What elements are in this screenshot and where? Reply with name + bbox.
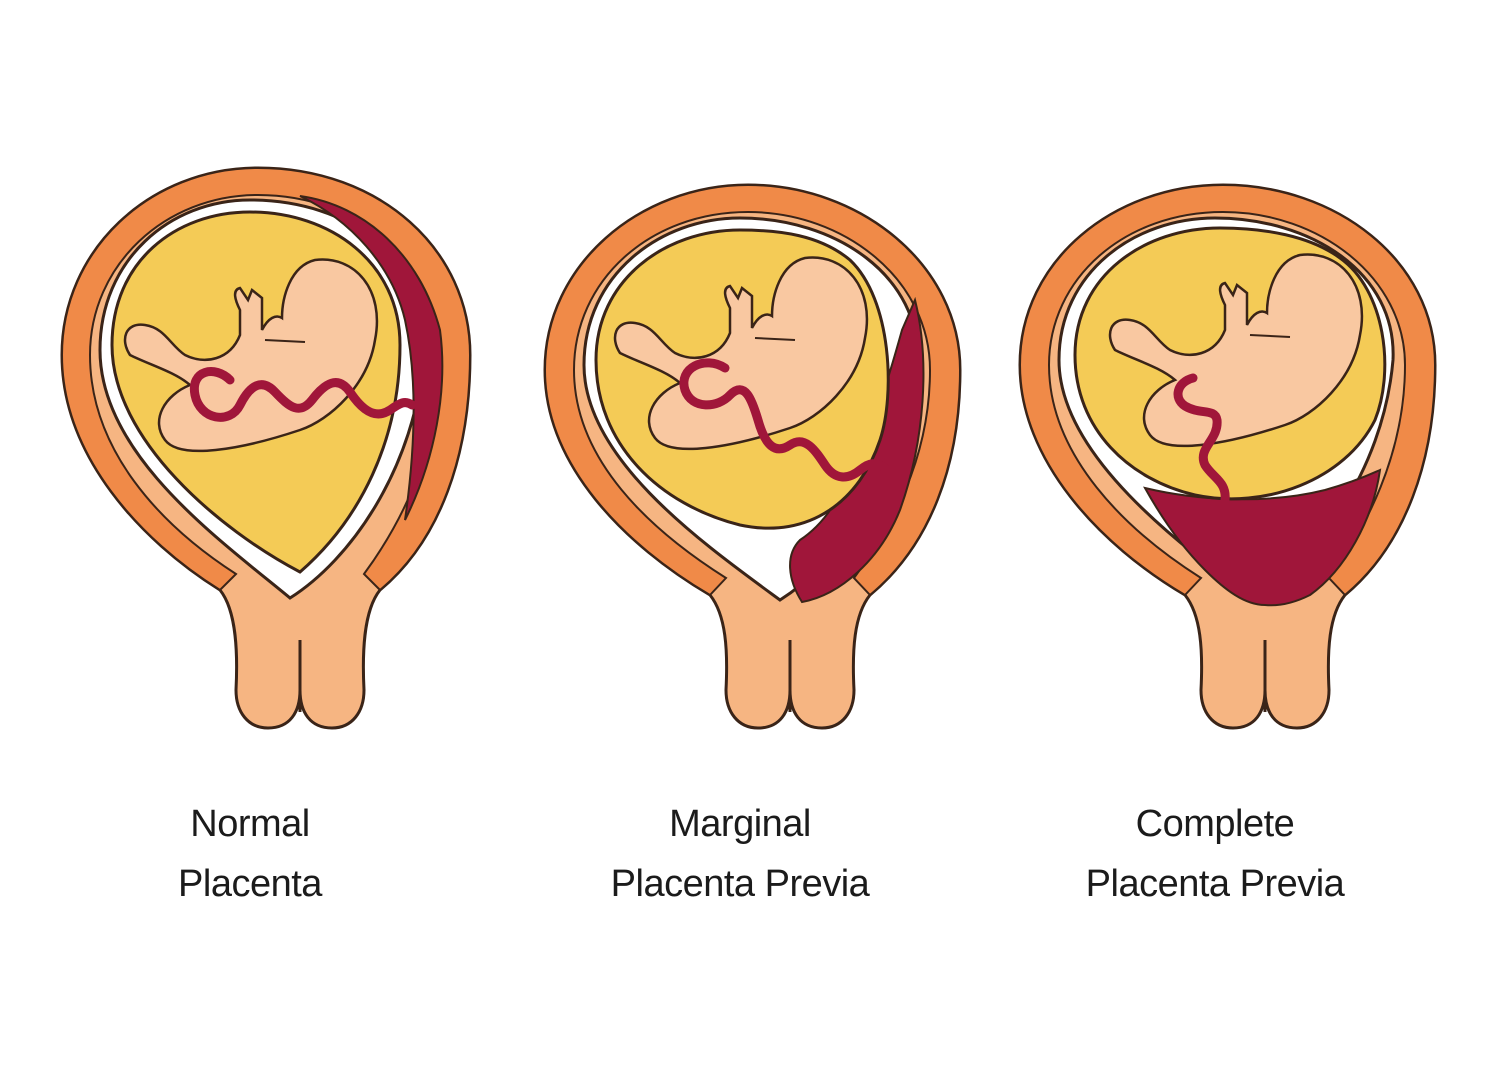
fetus	[613, 256, 869, 451]
umbilical-cord	[189, 367, 417, 422]
uterus-diagram-normal	[60, 166, 472, 730]
caption-complete-line2: Placenta Previa	[1085, 863, 1345, 905]
umbilical-cord	[1173, 373, 1230, 505]
caption-marginal-line1: Marginal	[669, 803, 811, 845]
placenta-complete	[1143, 468, 1382, 607]
uterus-diagram-marginal	[543, 183, 962, 730]
caption-normal-line2: Placenta	[178, 863, 322, 905]
caption-complete-line1: Complete	[1135, 803, 1295, 845]
panel-normal-placenta: Normal Placenta	[0, 0, 500, 1068]
umbilical-cord	[679, 358, 890, 482]
caption-marginal-line2: Placenta Previa	[610, 863, 870, 905]
caption-complete: Complete Placenta Previa	[965, 794, 1465, 914]
placenta-normal	[299, 195, 444, 521]
caption-marginal: Marginal Placenta Previa	[490, 794, 990, 914]
fetus	[1108, 253, 1364, 448]
caption-normal: Normal Placenta	[0, 794, 500, 914]
uterus-diagram-complete	[1018, 183, 1437, 730]
panel-marginal-placenta-previa: Marginal Placenta Previa	[490, 0, 990, 1068]
caption-normal-line1: Normal	[190, 803, 310, 845]
panel-complete-placenta-previa: Complete Placenta Previa	[965, 0, 1465, 1068]
